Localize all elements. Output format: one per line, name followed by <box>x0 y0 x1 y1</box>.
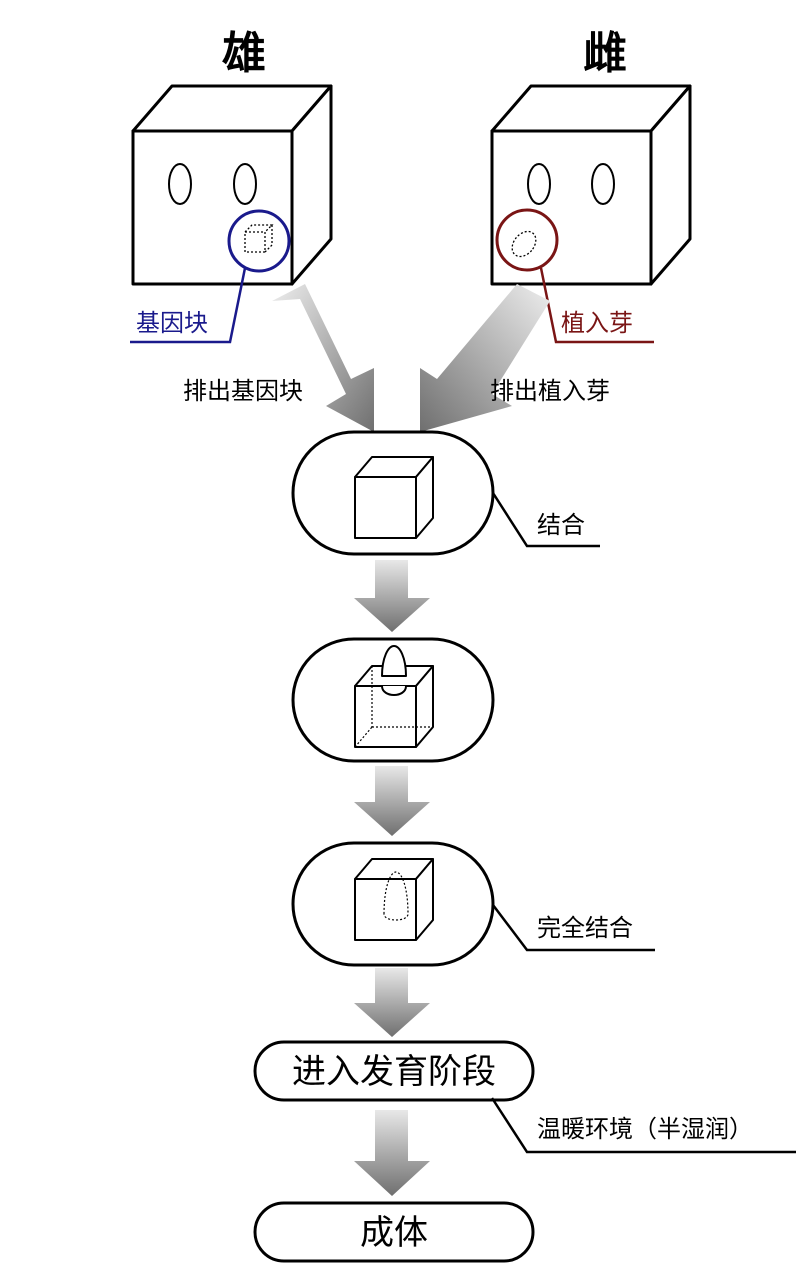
development-stage-label: 进入发育阶段 <box>292 1052 496 1092</box>
down-arrow-1 <box>354 560 430 632</box>
down-arrow-2 <box>354 766 430 836</box>
female-title: 雌 <box>583 28 627 79</box>
inserting-cube-icon <box>354 645 434 748</box>
combine-leader <box>491 492 600 548</box>
combined-cube-icon <box>354 456 434 539</box>
gene-block-callout <box>130 209 291 344</box>
implant-bud-entering <box>381 645 407 677</box>
male-cube <box>131 84 333 286</box>
environment-leader <box>490 1097 796 1154</box>
implant-bud-label: 植入芽 <box>561 309 633 337</box>
down-arrow-4 <box>354 1110 430 1196</box>
development-stage-box <box>253 1040 535 1102</box>
female-left-eye <box>527 163 551 205</box>
female-cube <box>490 84 692 286</box>
male-title: 雄 <box>222 28 266 79</box>
complete-label: 完全结合 <box>537 914 633 942</box>
down-arrow-3 <box>354 968 430 1037</box>
absorbed-bud-icon <box>383 871 409 921</box>
implant-bud-callout <box>495 208 654 344</box>
complete-leader <box>492 904 655 952</box>
gene-block-label: 基因块 <box>136 309 208 337</box>
gene-block-icon <box>244 224 274 253</box>
right-diagonal-arrow <box>420 284 550 432</box>
complete-cube-icon <box>354 858 434 941</box>
expel-gene-block-label: 排出基因块 <box>183 377 303 405</box>
environment-label: 温暖环境（半湿润） <box>537 1115 753 1143</box>
combine-label: 结合 <box>537 511 585 539</box>
expel-implant-bud-label: 排出植入芽 <box>490 377 610 405</box>
male-left-eye <box>168 163 192 205</box>
left-diagonal-arrow <box>272 284 374 432</box>
adult-stage-box <box>253 1201 535 1263</box>
female-right-eye <box>591 163 615 205</box>
adult-stage-label: 成体 <box>360 1213 428 1253</box>
male-right-eye <box>233 163 257 205</box>
